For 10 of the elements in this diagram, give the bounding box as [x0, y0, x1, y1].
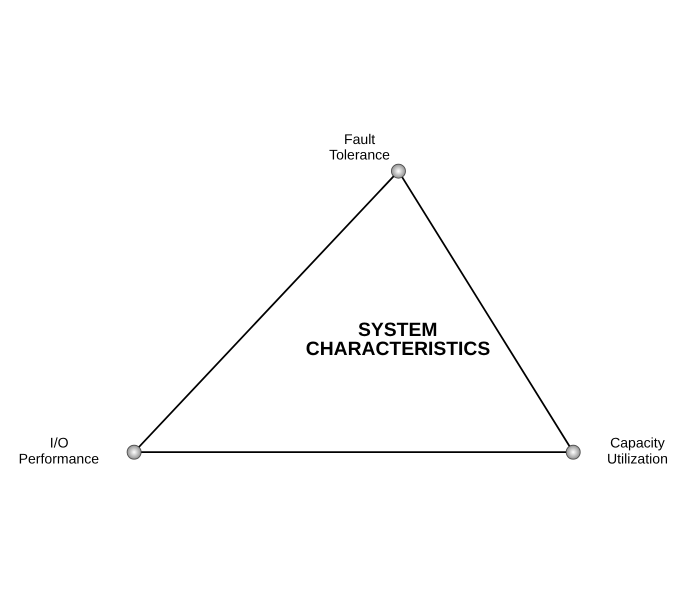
label: SYSTEM CHARACTERISTICS	[306, 319, 490, 360]
node-label: Capacity Utilization	[607, 434, 668, 466]
connector	[141, 450, 566, 453]
node-circle	[566, 444, 581, 460]
node-label: I/O Performance	[18, 434, 100, 466]
node-circle	[126, 444, 142, 460]
node-label: Fault Tolerance	[329, 130, 390, 162]
connector	[138, 175, 394, 448]
node-circle	[390, 163, 406, 178]
connector	[402, 176, 570, 446]
